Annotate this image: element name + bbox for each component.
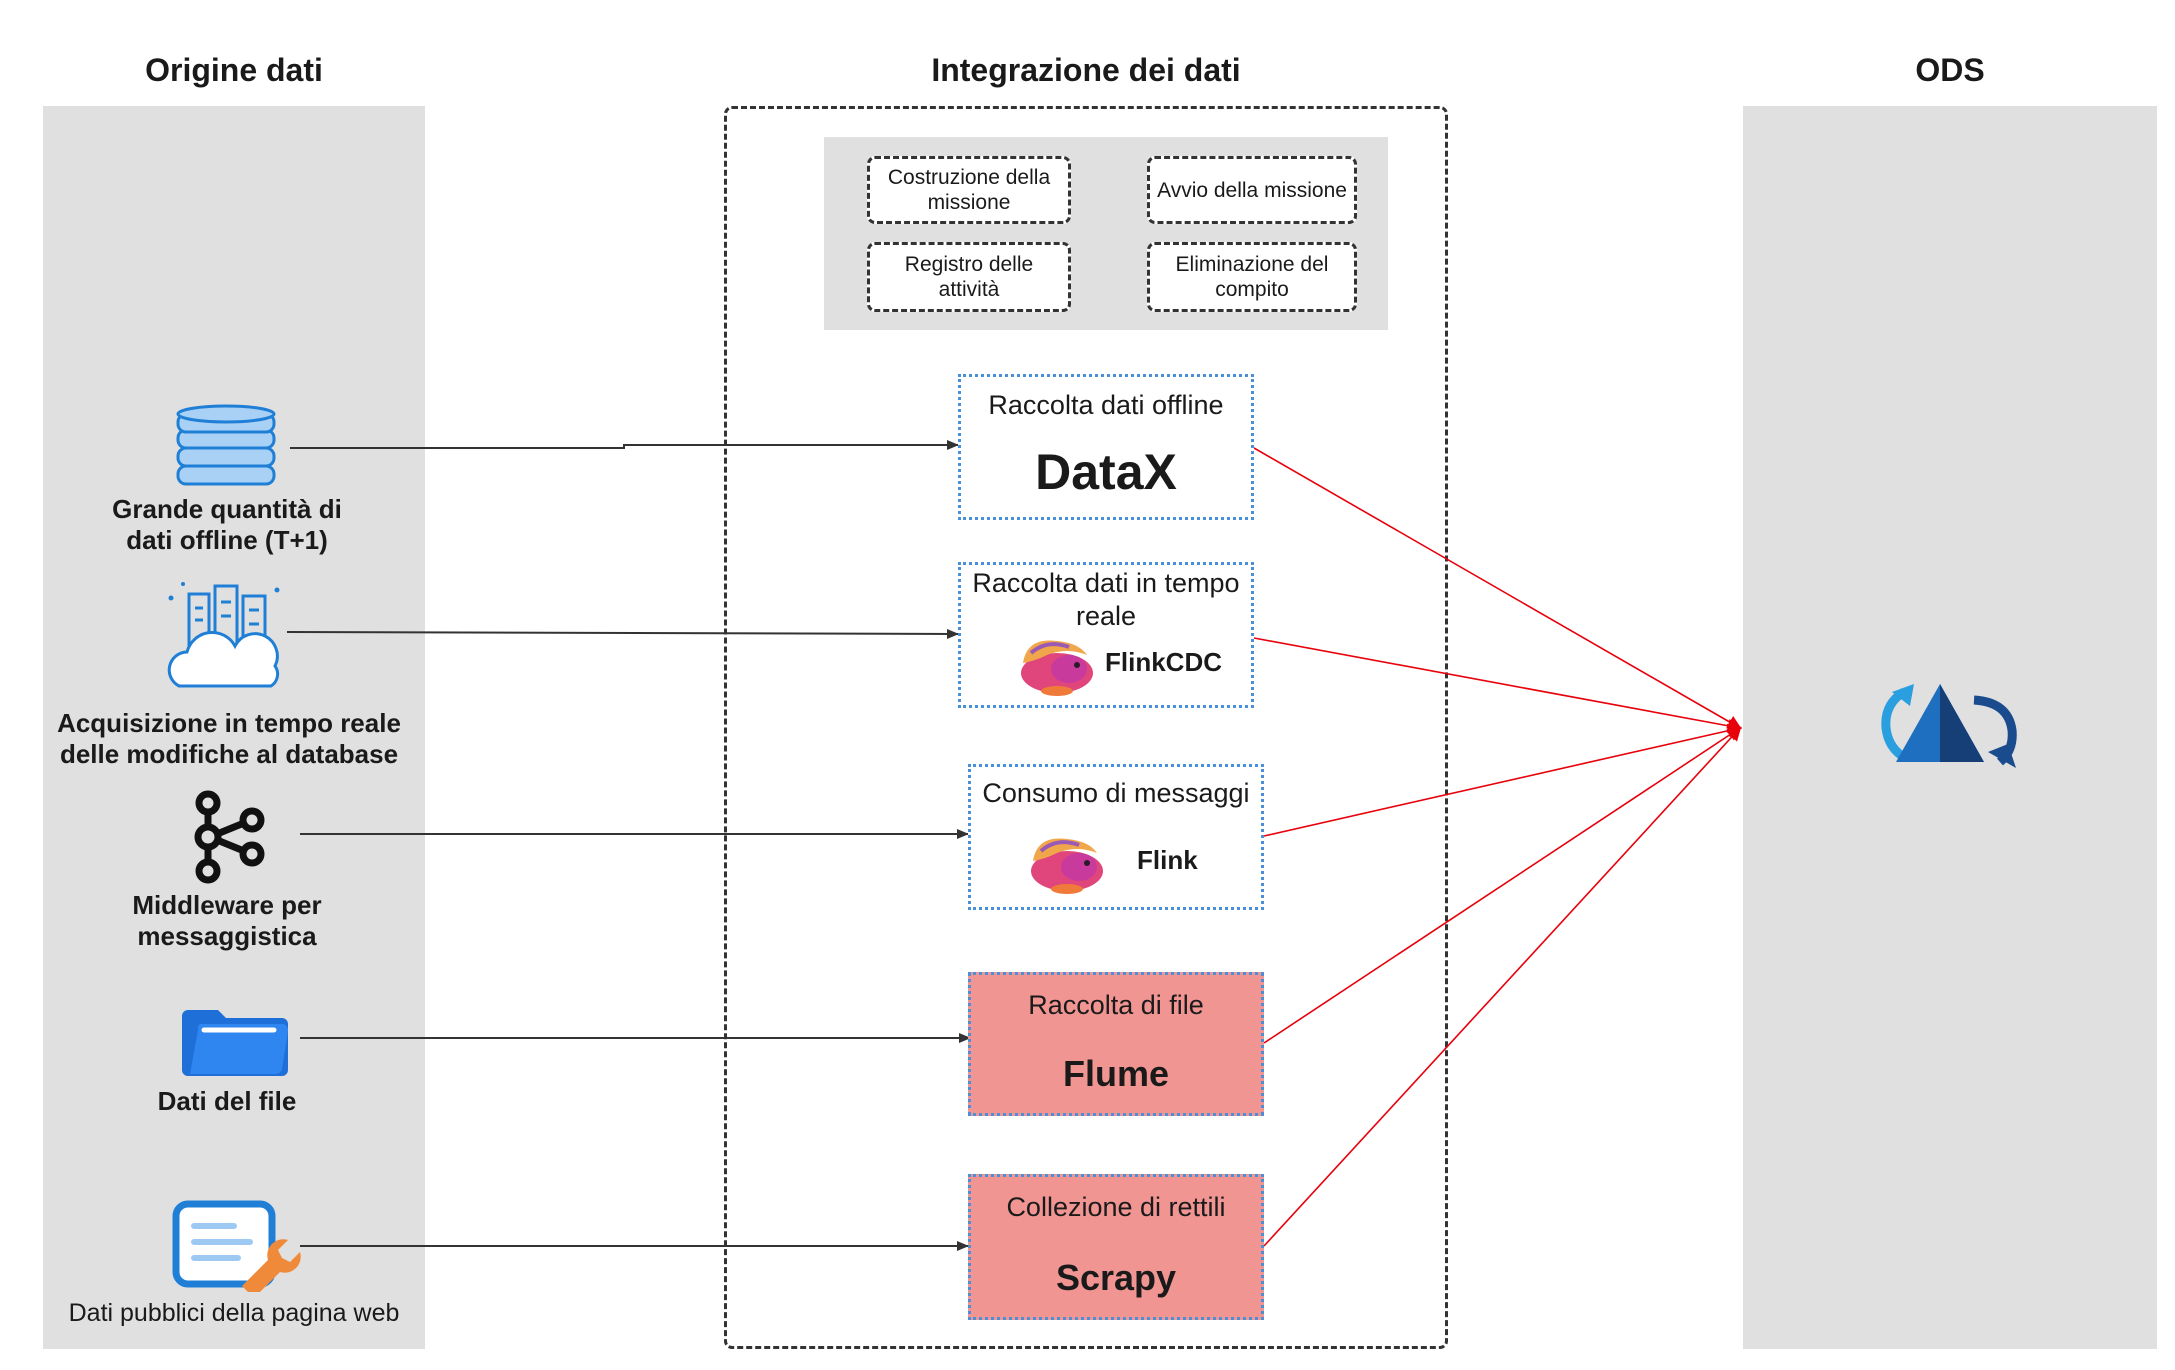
- webpage-tool-icon: [172, 1200, 301, 1292]
- task-start: Avvio della missione: [1147, 156, 1357, 224]
- tool-flinkcdc-name: FlinkCDC: [1105, 647, 1222, 677]
- source-offline-label: Grande quantità di dati offline (T+1): [112, 494, 342, 555]
- source-file-label: Dati del file: [157, 1086, 297, 1116]
- tool-scrapy-box: Collezione di rettili Scrapy: [968, 1174, 1264, 1320]
- ods-column-title: ODS: [1915, 52, 1985, 88]
- folder-icon: [182, 1010, 289, 1076]
- tool-flink-name: Flink: [1137, 845, 1198, 875]
- kafka-icon: [194, 790, 265, 884]
- cloud-buildings-icon: [167, 582, 280, 688]
- task-log: Registro delle attività: [867, 242, 1071, 312]
- flink-squirrel-icon: [1021, 640, 1093, 696]
- source-column: [43, 106, 425, 1349]
- tool-datax-name: DataX: [1035, 444, 1177, 500]
- tool-datax-box: Raccolta dati offline DataX: [958, 374, 1254, 520]
- red-line-scrapy: [1263, 726, 1742, 1247]
- tool-scrapy-title: Collezione di rettili: [1006, 1192, 1226, 1222]
- source-realtime-label: Acquisizione in tempo reale delle modifi…: [57, 708, 401, 769]
- tool-flinkcdc-box: Raccolta dati in tempo reale FlinkCDC: [958, 562, 1254, 708]
- arrow-realtime: [286, 628, 959, 639]
- integration-frame: [724, 106, 1448, 1349]
- tool-flink-title: Consumo di messaggi: [982, 778, 1250, 808]
- arrow-offline: [290, 440, 959, 450]
- red-line-flink: [1263, 723, 1742, 837]
- tool-flume-title: Raccolta di file: [1028, 990, 1204, 1020]
- tool-datax-title: Raccolta dati offline: [988, 390, 1224, 420]
- tool-scrapy-name: Scrapy: [1055, 1257, 1177, 1298]
- red-line-flinkcdc: [1253, 637, 1742, 733]
- red-line-flume: [1263, 726, 1742, 1044]
- source-web-label: Dati pubblici della pagina web: [68, 1299, 400, 1327]
- tool-flinkcdc-title: Raccolta dati in tempo reale: [972, 568, 1240, 631]
- tool-flink-box: Consumo di messaggi Flink: [968, 764, 1264, 910]
- red-line-datax: [1253, 447, 1742, 729]
- task-delete: Eliminazione del compito: [1147, 242, 1357, 312]
- tool-flume-name: Flume: [1062, 1053, 1169, 1094]
- tool-flume-box: Raccolta di file Flume: [968, 972, 1264, 1116]
- flink-squirrel-icon: [1031, 838, 1103, 894]
- source-mq-label: Middleware per messaggistica: [132, 890, 322, 951]
- source-column-title: Origine dati: [145, 52, 323, 88]
- ods-sync-icon: [1881, 684, 2017, 768]
- integration-column-title: Integrazione dei dati: [931, 52, 1241, 88]
- database-icon: [176, 404, 276, 486]
- task-build: Costruzione della missione: [867, 156, 1071, 224]
